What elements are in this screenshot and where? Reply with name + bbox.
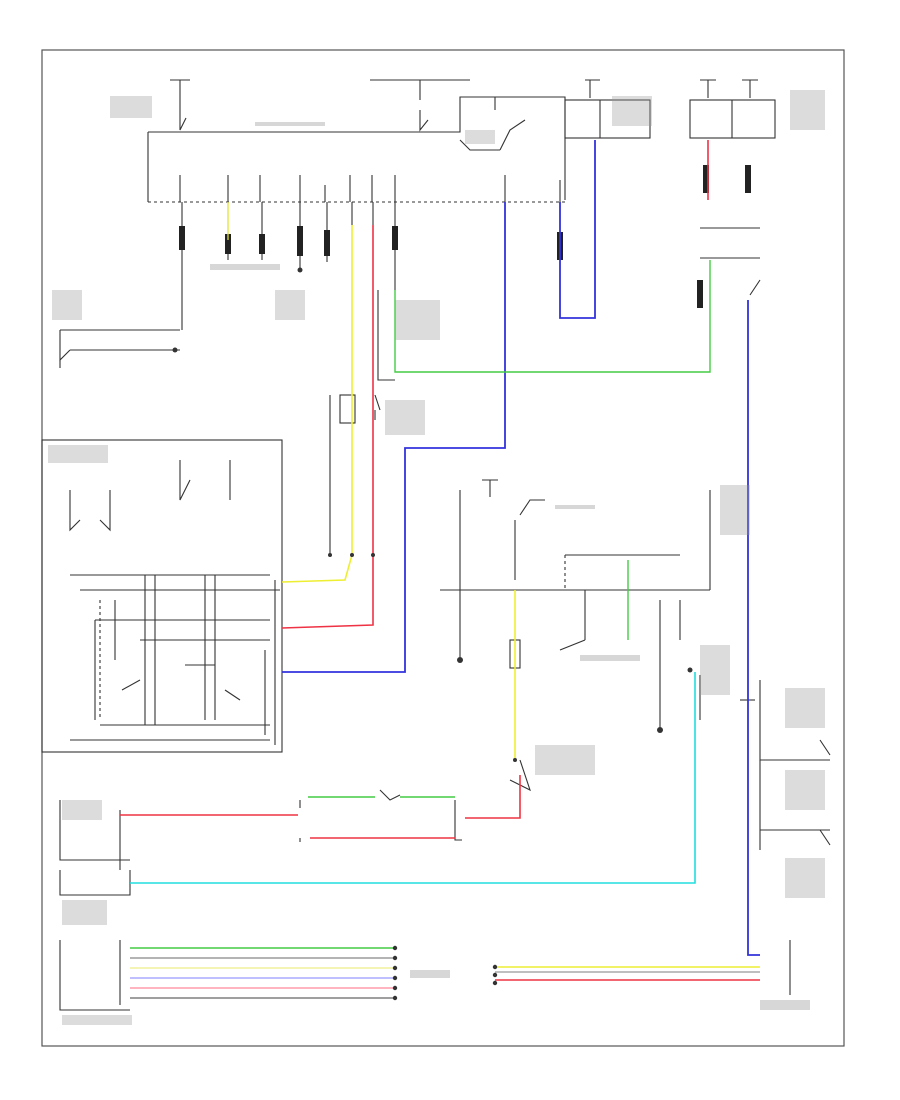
connector-blocks bbox=[179, 165, 751, 308]
body-ecu-section bbox=[440, 479, 711, 792]
wire-blue-1 bbox=[282, 202, 506, 673]
colored-wires bbox=[120, 140, 760, 999]
middle-relay bbox=[329, 290, 395, 555]
wire-red-1 bbox=[281, 225, 374, 629]
top-connector-pins bbox=[179, 175, 561, 202]
wire-red-5 bbox=[465, 775, 521, 819]
door-lock-switch bbox=[299, 789, 462, 842]
diagram-border bbox=[41, 49, 845, 1047]
door-switch-section bbox=[59, 329, 180, 368]
bottom-left-components bbox=[59, 800, 131, 1011]
right-side-components bbox=[700, 227, 831, 995]
illegible-labels bbox=[48, 90, 825, 1025]
top-power-section bbox=[147, 79, 776, 330]
wire-green-1 bbox=[394, 260, 711, 373]
wire-cyan-1 bbox=[130, 672, 696, 884]
left-component-box bbox=[41, 439, 283, 753]
wire-blue-3 bbox=[747, 300, 760, 956]
wire-blue-2 bbox=[559, 140, 596, 319]
connector-dots bbox=[297, 267, 517, 1001]
combination-switch-outline bbox=[147, 96, 566, 202]
wire-yellow-1 bbox=[281, 225, 353, 583]
